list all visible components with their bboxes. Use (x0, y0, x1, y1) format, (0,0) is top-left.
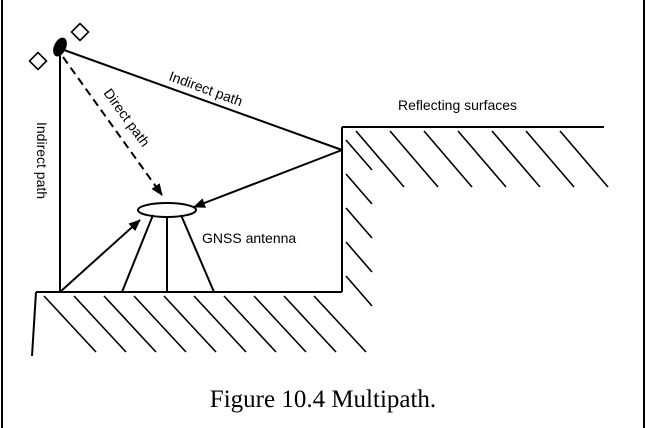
antenna-leg-right (180, 214, 215, 293)
indirect-path-top-line (63, 49, 343, 151)
ground-hatching (43, 295, 367, 353)
antenna-leg-left (121, 214, 154, 293)
hatch-line (491, 130, 541, 188)
hatch-line (345, 207, 373, 239)
hatch-line (313, 295, 367, 353)
gnss-antenna-label: GNSS antenna (202, 230, 296, 246)
hatch-line (457, 130, 507, 188)
indirect-path-left-label: Indirect path (34, 122, 50, 199)
ground-left-edge (31, 291, 37, 357)
direct-path-label: Direct path (101, 85, 154, 149)
hatch-line (389, 130, 439, 188)
satellite-icon (28, 22, 90, 71)
figure-caption: Figure 10.4 Multipath. (210, 386, 436, 413)
hatch-line (525, 130, 575, 188)
hatch-line (163, 295, 217, 353)
hatch-line (193, 295, 247, 353)
hatch-line (559, 130, 609, 188)
reflection-arrow-ground (59, 219, 141, 293)
antenna-dish (137, 202, 197, 218)
hatch-line (43, 295, 97, 353)
direct-path-line (62, 56, 163, 196)
hatch-line (283, 295, 337, 353)
gnss-antenna (121, 202, 215, 293)
satellite-body (53, 37, 67, 57)
satellite-solar-panel-right (70, 22, 90, 42)
hatch-line (355, 130, 405, 188)
hatch-line (345, 241, 373, 273)
reflection-arrow-building (193, 149, 343, 208)
hatch-line (133, 295, 187, 353)
hatch-line (345, 139, 373, 171)
hatch-line (345, 173, 373, 205)
hatch-line (345, 275, 373, 307)
hatch-line (223, 295, 277, 353)
hatch-line (103, 295, 157, 353)
hatch-line (73, 295, 127, 353)
roof-hatching (355, 130, 609, 188)
hatch-line (423, 130, 473, 188)
indirect-path-top-label: Indirect path (167, 68, 245, 109)
satellite-solar-panel-left (28, 51, 48, 71)
hatch-line (253, 295, 307, 353)
reflecting-surfaces-label: Reflecting surfaces (398, 97, 517, 113)
wall-hatching (345, 139, 373, 307)
